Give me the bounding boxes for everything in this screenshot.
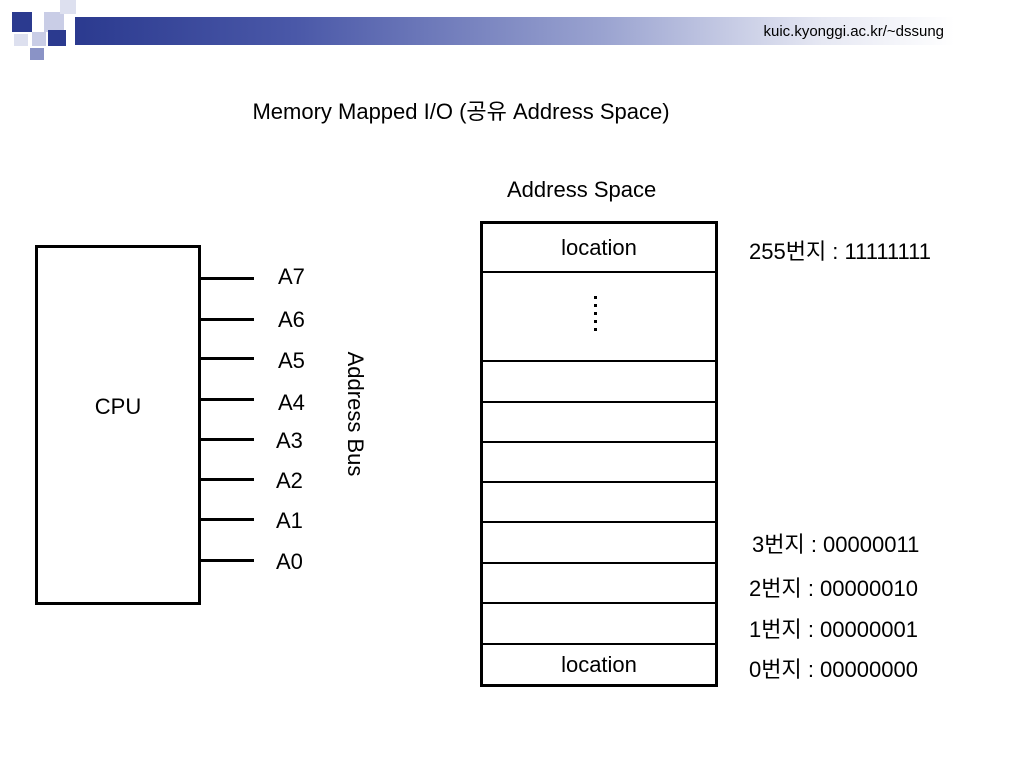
memory-cell [483,564,715,604]
memory-cell [483,443,715,483]
pin-line-a7 [198,277,254,280]
pin-label-a7: A7 [278,264,305,289]
pin-label-a0: A0 [276,549,303,574]
memory-cell [483,604,715,645]
cpu-box [35,245,201,605]
pin-line-a0 [198,559,254,562]
memory-cell-bottom-label: location [561,652,637,677]
pin-line-a1 [198,518,254,521]
header-bar [75,17,955,45]
address-label-0: 0번지 : 00000000 [749,657,918,682]
slide-title: Memory Mapped I/O (공유 Address Space) [252,99,670,124]
pin-label-a4: A4 [278,390,305,415]
pin-line-a3 [198,438,254,441]
address-label-3: 3번지 : 00000011 [752,532,920,557]
pin-label-a5: A5 [278,348,305,373]
pin-line-a6 [198,318,254,321]
pin-label-a6: A6 [278,307,305,332]
memory-cell [483,523,715,564]
address-label-2: 2번지 : 00000010 [749,576,918,601]
memory-cell [483,362,715,403]
address-space-title: Address Space [507,177,657,202]
memory-cell [483,403,715,443]
header-url: kuic.kyonggi.ac.kr/~dssung [763,23,944,40]
address-label-1: 1번지 : 00000001 [749,617,918,642]
pin-label-a2: A2 [276,468,303,493]
memory-cell-ellipsis [483,273,715,362]
pin-line-a4 [198,398,254,401]
memory-cell [483,483,715,523]
pin-line-a2 [198,478,254,481]
address-label-255: 255번지 : 11111111 [749,239,931,264]
memory-cell-top [483,224,715,273]
ellipsis-dots [594,296,598,336]
pin-label-a1: A1 [276,508,303,533]
pin-label-a3: A3 [276,428,303,453]
cpu-label: CPU [94,394,142,419]
memory-cell-top-label: location [561,235,637,260]
memory-box: location location [480,221,718,687]
address-bus-label: Address Bus [343,351,368,477]
pin-line-a5 [198,357,254,360]
